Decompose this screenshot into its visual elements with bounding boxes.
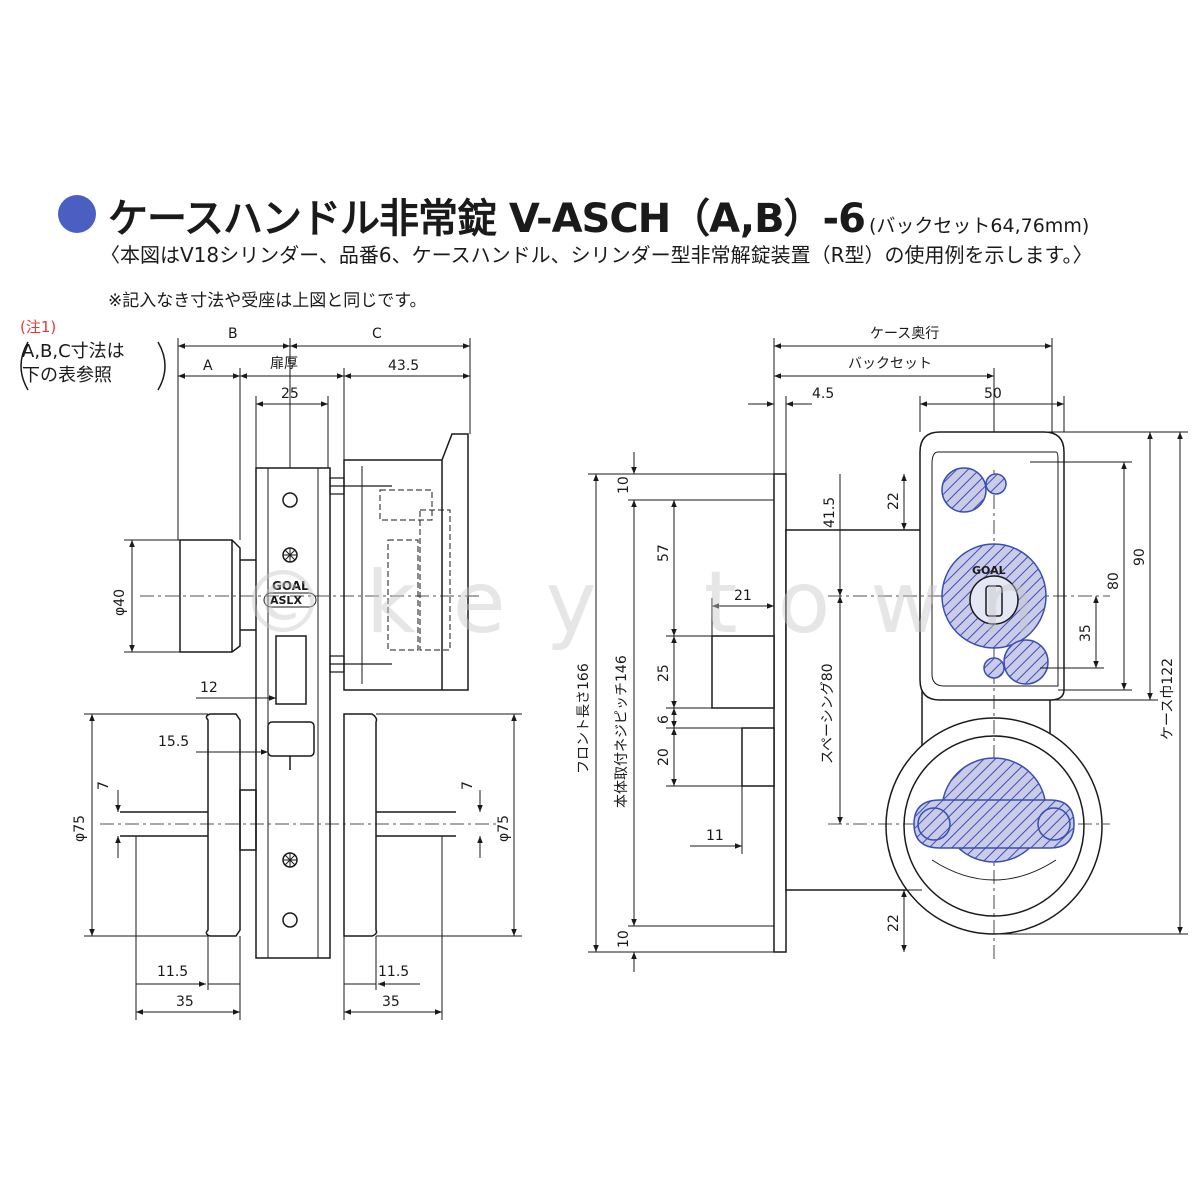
description: 〈本図はV18シリンダー、品番6、ケースハンドル、シリンダー型非常解錠装置（R型… bbox=[100, 243, 1093, 267]
brand-logo-left: GOAL bbox=[272, 579, 309, 593]
deadbolt-opening bbox=[275, 635, 307, 705]
title-sub: (バックセット64,76mm) bbox=[869, 215, 1090, 237]
label-7-right: 7 bbox=[460, 781, 476, 790]
label-phi75-left: φ75 bbox=[72, 815, 88, 842]
label-phi40: φ40 bbox=[112, 589, 128, 616]
label-10-top: 10 bbox=[616, 476, 632, 494]
label-35-left: 35 bbox=[176, 994, 194, 1010]
model-mark: ASLX bbox=[270, 594, 302, 607]
note-box-line-2: 下の表参照 bbox=[22, 365, 112, 386]
label-6: 6 bbox=[656, 715, 672, 724]
watermark: ©key town bbox=[240, 553, 1075, 653]
right-dimensions bbox=[588, 338, 1188, 972]
thumbturn-knob bbox=[913, 799, 1075, 849]
latch-side bbox=[741, 727, 775, 787]
screw-4 bbox=[282, 912, 298, 928]
label-A: A bbox=[203, 358, 213, 374]
label-80: 80 bbox=[1106, 572, 1122, 590]
label-43-5: 43.5 bbox=[388, 358, 419, 374]
label-case-depth: ケース奥行 bbox=[870, 325, 939, 342]
page-title: ケースハンドル非常錠 V-ASCH（A,B）-6(バックセット64,76mm) bbox=[108, 186, 1089, 244]
case-screw-bottom bbox=[329, 655, 392, 673]
label-11-5-left: 11.5 bbox=[157, 964, 188, 980]
label-41-5: 41.5 bbox=[822, 497, 838, 528]
note-bracket-left bbox=[20, 341, 29, 391]
label-57: 57 bbox=[656, 544, 672, 562]
right-handle-rose bbox=[343, 713, 378, 937]
label-50: 50 bbox=[984, 386, 1002, 402]
label-35-right: 35 bbox=[382, 994, 400, 1010]
label-35-right: 35 bbox=[1078, 624, 1094, 642]
note-line: ※記入なき寸法や受座は上図と同じです。 bbox=[108, 291, 427, 311]
label-7-left: 7 bbox=[96, 781, 112, 790]
label-15-5: 15.5 bbox=[158, 734, 189, 750]
label-B: B bbox=[228, 326, 238, 342]
label-front-length: フロント長さ166 bbox=[576, 663, 592, 774]
left-dimensions bbox=[84, 338, 522, 1020]
label-11-5-right: 11.5 bbox=[378, 964, 409, 980]
screw-1 bbox=[282, 492, 298, 508]
deadbolt-side bbox=[711, 635, 775, 709]
screw-hole-top-big bbox=[941, 467, 987, 513]
note-box: A,B,C寸法は 下の表参照 bbox=[22, 340, 125, 388]
left-handle-rose bbox=[205, 713, 241, 937]
label-22-top: 22 bbox=[886, 492, 902, 510]
right-view bbox=[711, 431, 1110, 960]
brand-logo-right: GOAL bbox=[972, 564, 1006, 577]
label-case-width: ケース巾122 bbox=[1160, 658, 1176, 740]
screw-hole-bottom-small bbox=[983, 657, 1005, 679]
note-bracket-right bbox=[157, 341, 166, 391]
title-main: ケースハンドル非常錠 V-ASCH（A,B）-6 bbox=[108, 196, 866, 242]
cylinder-core bbox=[969, 575, 1019, 625]
label-4-5: 4.5 bbox=[812, 386, 834, 402]
header: ケースハンドル非常錠 V-ASCH（A,B）-6(バックセット64,76mm) … bbox=[0, 0, 1200, 386]
front-plate bbox=[255, 467, 331, 959]
note-box-line-1: A,B,C寸法は bbox=[22, 341, 125, 362]
case-screw-top bbox=[329, 477, 392, 495]
label-spacing: スペーシング80 bbox=[820, 663, 836, 764]
left-dimension-labels: B C A 扉厚 43.5 25 φ40 12 15.5 7 7 φ75 φ75… bbox=[72, 326, 512, 1010]
label-90: 90 bbox=[1132, 548, 1148, 566]
label-10-bottom: 10 bbox=[616, 930, 632, 948]
label-25-right: 25 bbox=[656, 664, 672, 682]
label-12: 12 bbox=[200, 680, 218, 696]
label-11: 11 bbox=[706, 828, 724, 844]
right-dimension-labels: ケース奥行 バックセット 4.5 50 10 57 41.5 22 21 25 … bbox=[576, 325, 1176, 948]
screw-hole-bottom-big bbox=[1003, 639, 1049, 685]
label-screw-pitch: 本体取付ネジピッチ146 bbox=[614, 655, 630, 808]
label-25: 25 bbox=[281, 386, 299, 402]
front-plate-side bbox=[773, 473, 787, 953]
latch-opening bbox=[267, 721, 315, 757]
label-C: C bbox=[372, 326, 382, 342]
label-20: 20 bbox=[656, 748, 672, 766]
label-21: 21 bbox=[734, 588, 752, 604]
label-22-bottom: 22 bbox=[886, 914, 902, 932]
title-bullet-icon bbox=[58, 195, 96, 233]
label-phi75-right: φ75 bbox=[496, 815, 512, 842]
note-tag: (注1) bbox=[20, 318, 57, 336]
label-backset: バックセット bbox=[848, 356, 932, 372]
screw-hole-top-small bbox=[985, 473, 1007, 495]
hatched-parts bbox=[913, 467, 1075, 863]
left-view bbox=[100, 433, 500, 959]
label-door-thickness: 扉厚 bbox=[270, 356, 298, 372]
